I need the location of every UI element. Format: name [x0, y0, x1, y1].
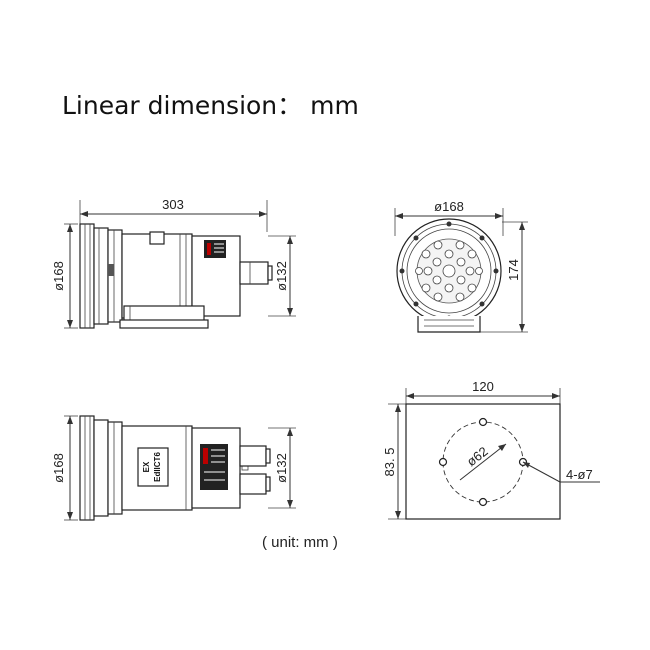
front-view: ø168 174	[394, 199, 528, 333]
dim-outlet-132: ø132	[274, 261, 289, 291]
nameplate-code: EdIICT6	[153, 452, 162, 482]
dim-bottom-outlet-132: ø132	[274, 453, 289, 483]
dim-diameter-168: ø168	[51, 261, 66, 291]
dim-bottom-diameter-168: ø168	[51, 453, 66, 483]
page-heading: Linear dimension： mm	[62, 91, 359, 120]
dim-holes-4x7: 4-ø7	[566, 467, 593, 482]
side-view-top: 303 ø168	[51, 197, 296, 329]
dim-plate-width-120: 120	[472, 379, 494, 394]
dim-height-174: 174	[506, 259, 521, 281]
dim-front-diameter-168: ø168	[434, 199, 464, 214]
mount-plate-view: 120 83. 5 ø62 4-ø7	[382, 379, 600, 520]
dim-plate-height-83-5: 83. 5	[382, 448, 397, 477]
nameplate-ex: EX	[142, 461, 151, 472]
dim-length-303: 303	[162, 197, 184, 212]
unit-note: ( unit: mm )	[262, 534, 338, 551]
side-view-bottom: ø168 EX EdIICT6 ø132	[51, 415, 296, 521]
